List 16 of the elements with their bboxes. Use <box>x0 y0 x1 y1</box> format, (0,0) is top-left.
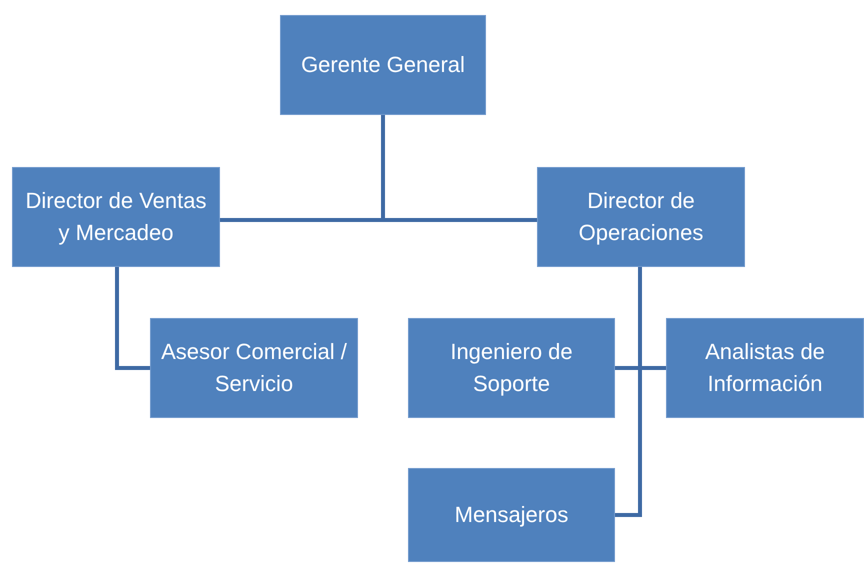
connector-line <box>115 267 150 370</box>
position-title: Mensajeros <box>454 501 570 530</box>
position-title: Director de Ventas y Mercadeo <box>24 187 208 247</box>
position-title: Gerente General <box>300 51 466 80</box>
connector-line <box>615 267 642 517</box>
position-box <box>150 318 358 418</box>
position-box <box>280 15 486 115</box>
position-box <box>537 167 745 267</box>
position-box <box>408 318 615 418</box>
position-title: Ingeniero de Soporte <box>449 338 574 398</box>
position-title: Asesor Comercial / Servicio <box>160 338 348 398</box>
position-title: Analistas de Información <box>704 338 826 398</box>
position-box <box>666 318 864 418</box>
position-box <box>12 167 220 267</box>
position-box <box>408 468 615 562</box>
position-title: Director de Operaciones <box>578 187 704 247</box>
